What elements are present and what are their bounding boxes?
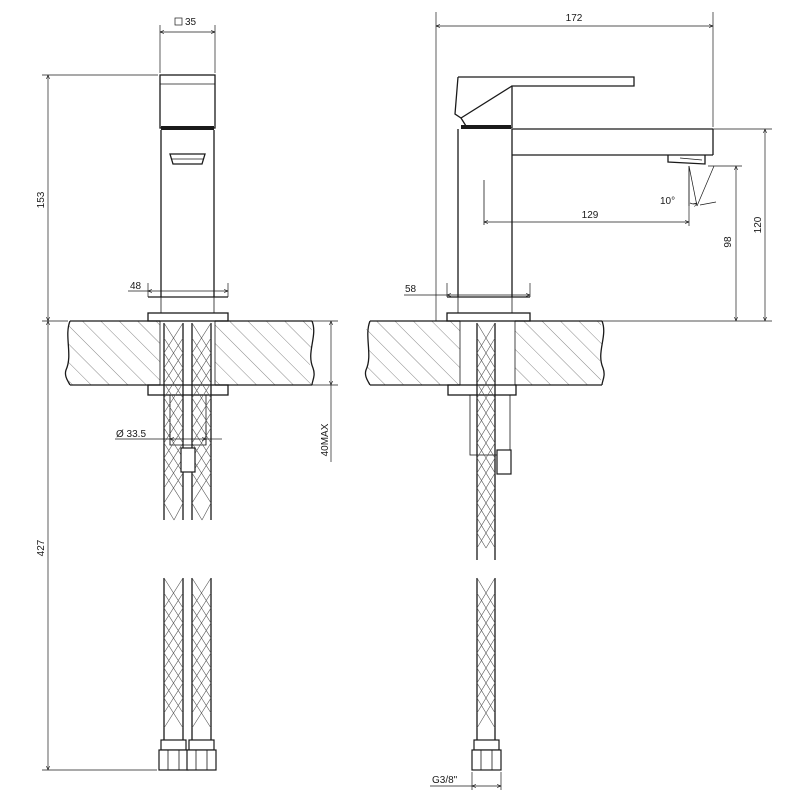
hose-front-right <box>186 322 217 771</box>
dim-depth-label: 58 <box>405 284 417 295</box>
faucet-front-view <box>147 74 229 446</box>
dim-counter-label: 40MAX <box>320 423 331 456</box>
dim-spout-120: 120 <box>713 128 772 321</box>
fixing-nut-side <box>496 449 512 475</box>
countertop-side-section <box>364 320 605 386</box>
faucet-side-view <box>446 76 714 456</box>
dim-thread-label: G3/8" <box>432 775 458 786</box>
dim-hole-33-5: Ø 33.5 <box>115 425 222 445</box>
dim-reach-129: 129 <box>484 166 690 226</box>
dim-angle-10: 10° <box>660 165 717 207</box>
dim-angle-label: 10° <box>660 196 675 207</box>
dim-length-172: 172 <box>435 12 714 321</box>
dim-hose-427: 427 <box>36 321 157 771</box>
dim-length-label: 172 <box>566 13 583 24</box>
dim-square-35: 35 <box>159 17 216 73</box>
dim-outlet-98: 98 <box>602 165 772 322</box>
dim-base-58: 58 <box>404 283 531 297</box>
hose-front-left <box>158 322 189 771</box>
dim-counter-40max: 40MAX <box>312 320 338 462</box>
square-symbol-icon <box>174 17 183 26</box>
dim-base-48: 48 <box>128 281 229 297</box>
dim-square-label: 35 <box>185 17 197 28</box>
hose-side <box>471 322 502 771</box>
dim-spout-label: 120 <box>753 216 764 233</box>
dim-height-153: 153 <box>36 74 158 322</box>
dim-hole-label: Ø 33.5 <box>116 429 146 440</box>
dim-hose-length-label: 427 <box>36 539 47 556</box>
countertop-front-section <box>64 320 315 386</box>
dim-reach-label: 129 <box>582 210 599 221</box>
dim-height-label: 153 <box>36 191 47 208</box>
dim-outlet-label: 98 <box>723 236 734 248</box>
dim-base-label: 48 <box>130 281 142 292</box>
dim-thread-g3-8: G3/8" <box>430 772 502 790</box>
fixing-nut-front <box>180 447 196 473</box>
